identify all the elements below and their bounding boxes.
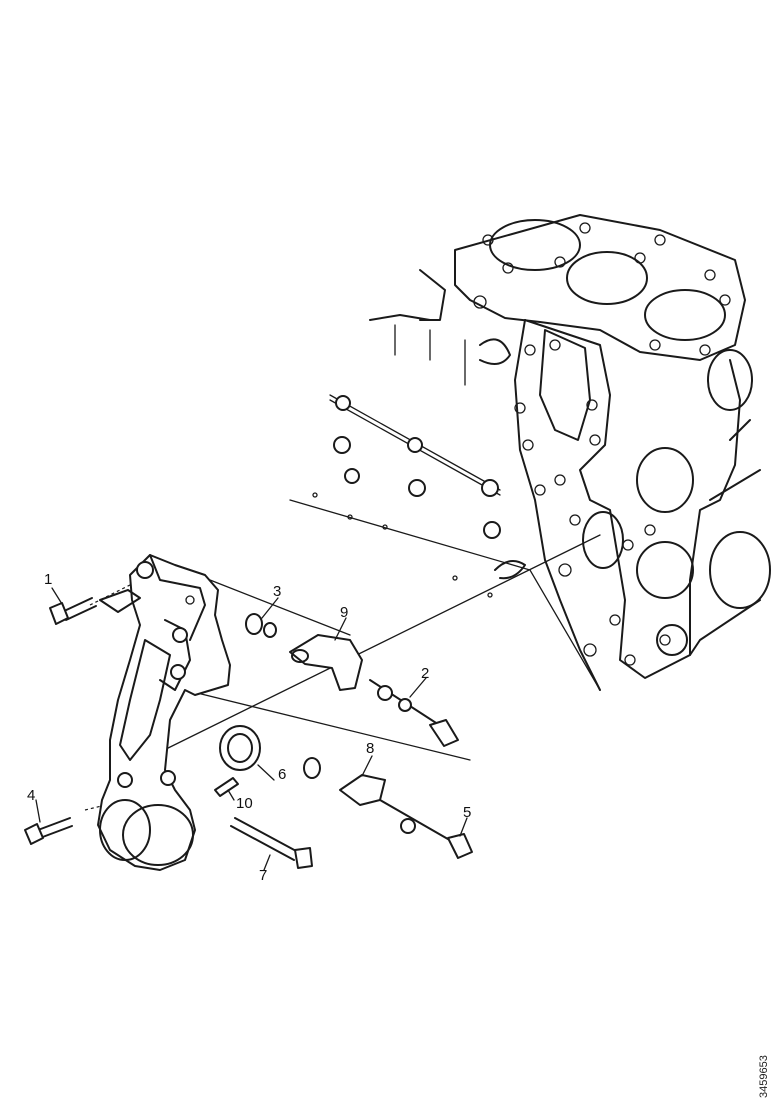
callout-leaders [35,587,468,871]
reference-code-text: 3459653 [758,1055,770,1098]
callout-9: 9 [340,604,348,621]
bolt-2 [369,679,459,747]
callout-10: 10 [236,795,253,812]
mounting-bracket [97,554,231,871]
engine-block [289,214,771,691]
seal-ring-6 [219,725,261,771]
callout-labels: 1 2 3 4 5 6 7 8 9 10 [27,571,471,884]
callout-4: 4 [27,787,35,804]
bolt-1 [49,597,97,625]
pin-10 [214,777,239,797]
bolt-4 [24,817,73,845]
washer-3 [245,613,277,638]
reference-code: 3459653 [758,1032,772,1098]
callout-1: 1 [44,571,52,588]
bolt-7 [230,817,313,869]
callout-6: 6 [278,766,286,783]
spacer-9 [289,634,363,691]
callout-5: 5 [463,804,471,821]
callout-8: 8 [366,740,374,757]
callout-2: 2 [421,665,429,682]
callout-3: 3 [273,583,281,600]
callout-7: 7 [259,867,267,884]
bolt-5 [379,799,473,859]
spacer-8 [303,757,386,806]
